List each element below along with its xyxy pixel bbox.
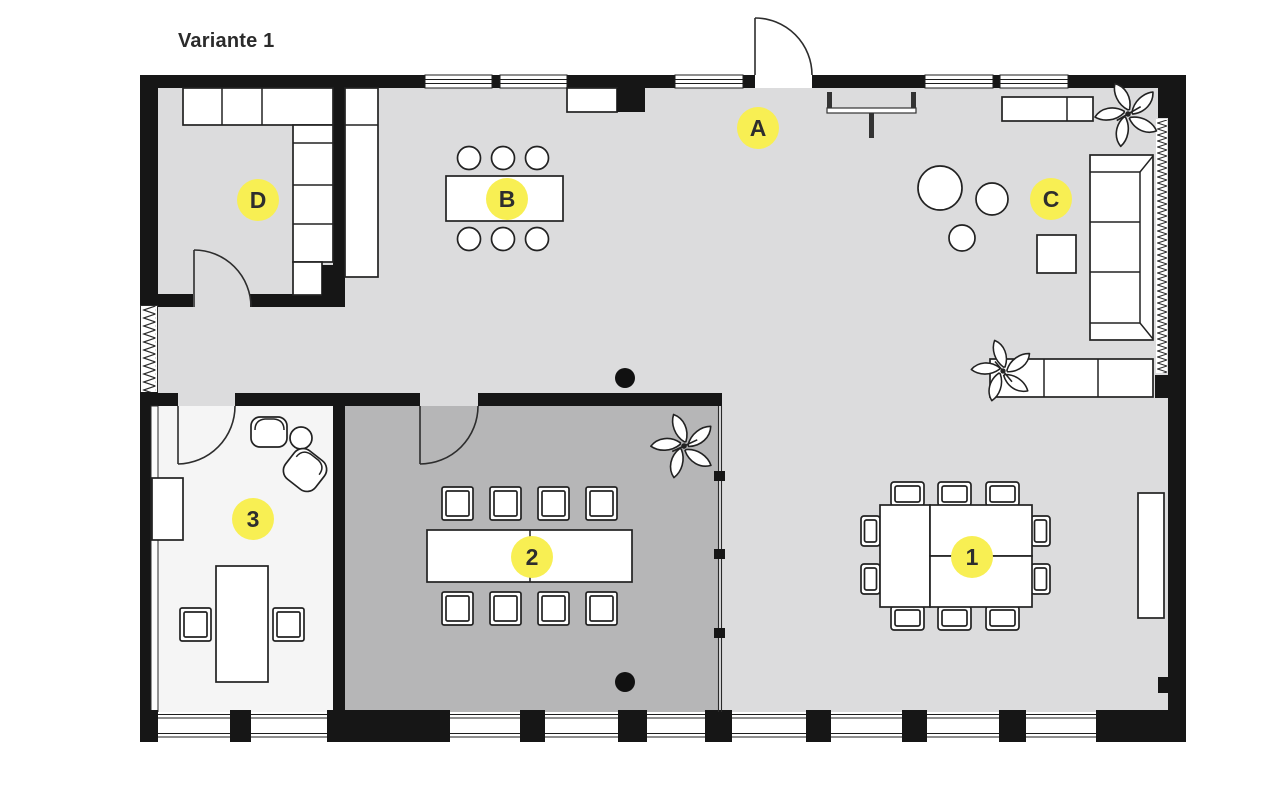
svg-text:2: 2 [526,544,539,570]
chair [272,607,305,642]
chair [441,486,474,521]
table [879,504,931,608]
round-pouf-small [948,224,976,252]
svg-text:1: 1 [966,544,979,570]
column-dot [615,672,635,692]
marker-2: 2 [511,536,553,578]
svg-text:B: B [499,186,516,212]
round-pouf-large [917,165,963,211]
window-band-top [424,74,1069,89]
chair [890,481,925,507]
duct-column [617,88,645,112]
chair [890,605,925,631]
chair [537,486,570,521]
room-3-furniture [151,416,328,683]
chair [985,605,1020,631]
chair [441,591,474,626]
doors [177,17,813,465]
door-swing-icon-room-2 [419,405,479,465]
chair [537,591,570,626]
cabinet-row-top [182,87,334,126]
coat-rack [826,92,917,138]
chair [860,563,881,595]
tall-cabinet [344,87,379,278]
column-dot [615,368,635,388]
lounge-chair [282,447,328,493]
wall-shelf [151,477,184,541]
chair [489,486,522,521]
desk [215,565,269,683]
page-title: Variante 1 [178,30,275,52]
small-round-table [289,426,313,450]
interior-walls [158,88,722,712]
chair [937,605,972,631]
door-swing-icon-room-3 [177,405,236,465]
chair [937,481,972,507]
door-swing-icon-room-d [193,249,252,308]
wall-shelf [1137,492,1165,619]
exterior-walls [140,74,1186,742]
round-pouf-medium [975,182,1009,216]
chair [179,607,212,642]
chair [985,481,1020,507]
door-swing-icon-entrance [754,17,813,76]
marker-c: C [1030,178,1072,220]
side-table [1036,234,1077,274]
chair [860,515,881,547]
wall-cabinet [566,87,618,113]
marker-1: 1 [951,536,993,578]
svg-text:C: C [1043,186,1060,212]
zigzag-hatch-left-icon [142,306,156,392]
window-piers-bottom [230,710,1186,742]
svg-text:A: A [750,115,767,141]
svg-text:D: D [250,187,267,213]
wall-liner-left [150,405,159,713]
dining-group-1 [860,481,1051,631]
marker-a: A [737,107,779,149]
glass-partition [714,406,725,712]
zigzag-hatch-right-icon [1157,120,1167,373]
open-space-furniture [445,78,1168,631]
sofa [1089,154,1154,341]
zone-markers: A B C D 1 2 3 [232,107,1072,578]
lounge-chair [250,416,288,448]
marker-d: D [237,179,279,221]
marker-b: B [486,178,528,220]
chair [489,591,522,626]
svg-text:3: 3 [247,506,260,532]
sideboard-top-right [1001,96,1094,122]
marker-3: 3 [232,498,274,540]
chair [585,591,618,626]
room-d-furniture [182,87,379,307]
chair [585,486,618,521]
chair [1030,515,1051,547]
shelf-column [292,124,334,307]
chair [1030,563,1051,595]
